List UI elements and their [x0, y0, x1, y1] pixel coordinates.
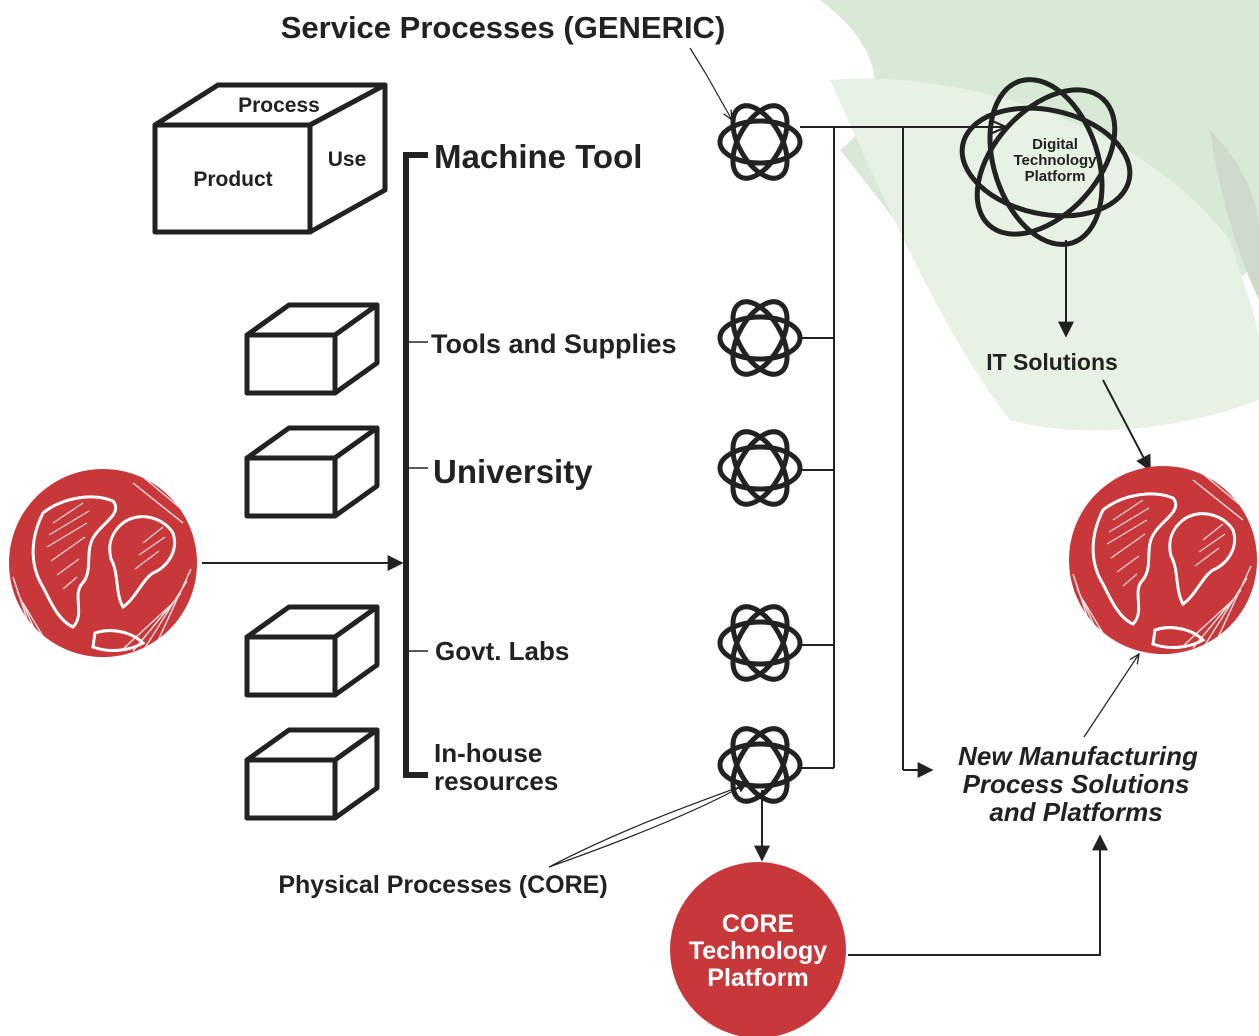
core-technology-platform: CORE Technology Platform — [670, 862, 846, 1036]
core-line-1: CORE — [722, 910, 794, 938]
source-bracket — [403, 152, 428, 778]
physical-pointer-a — [548, 785, 743, 868]
digital-line-1: Digital — [1032, 136, 1078, 153]
box-university — [247, 428, 377, 516]
atom-icon-university — [720, 423, 800, 513]
box-tools — [247, 305, 377, 393]
digital-line-2: Technology — [1013, 152, 1097, 169]
connector-lines — [800, 127, 1006, 778]
cube-side-label: Use — [328, 148, 367, 171]
box-inhouse — [247, 730, 377, 818]
atom-icon-govt — [720, 598, 800, 688]
core-to-solutions-arrow — [848, 834, 1108, 956]
digital-technology-platform: Digital Technology Platform — [959, 77, 1133, 247]
digital-line-3: Platform — [1025, 168, 1086, 185]
core-line-2: Technology — [689, 937, 828, 965]
it-solutions-label: IT Solutions — [986, 349, 1118, 375]
physical-pointer-b — [548, 783, 747, 868]
background-leaves — [820, 0, 1259, 431]
source-machine-tool: Machine Tool — [434, 138, 642, 175]
atom-icon-tools — [720, 293, 800, 383]
new-solutions-line-1: New Manufacturing — [958, 741, 1198, 771]
title-pointer — [689, 47, 732, 120]
product-process-use-cube: Process Product Use — [152, 82, 388, 235]
source-inhouse: In-house — [434, 738, 542, 768]
source-govt-labs: Govt. Labs — [435, 636, 569, 666]
title: Service Processes (GENERIC) — [281, 10, 726, 45]
physical-processes-label: Physical Processes (CORE) — [278, 871, 607, 899]
core-line-3: Platform — [707, 964, 808, 992]
cube-front-label: Product — [193, 168, 272, 191]
cube-top-label: Process — [238, 94, 320, 117]
right-globe-icon — [1067, 464, 1259, 656]
new-solutions-line-3: and Platforms — [989, 797, 1162, 827]
atom-icon-machine-tool — [720, 97, 800, 187]
new-solutions-line-2: Process Solutions — [963, 769, 1190, 799]
box-govt — [247, 607, 377, 695]
source-resources: resources — [434, 766, 558, 796]
source-tools-supplies: Tools and Supplies — [431, 329, 677, 359]
left-globe-icon — [7, 467, 199, 659]
solutions-to-globe-pointer — [1083, 654, 1139, 738]
it-to-globe-arrow — [1102, 379, 1151, 472]
source-university: University — [433, 453, 593, 490]
atom-icon-inhouse — [720, 720, 800, 810]
